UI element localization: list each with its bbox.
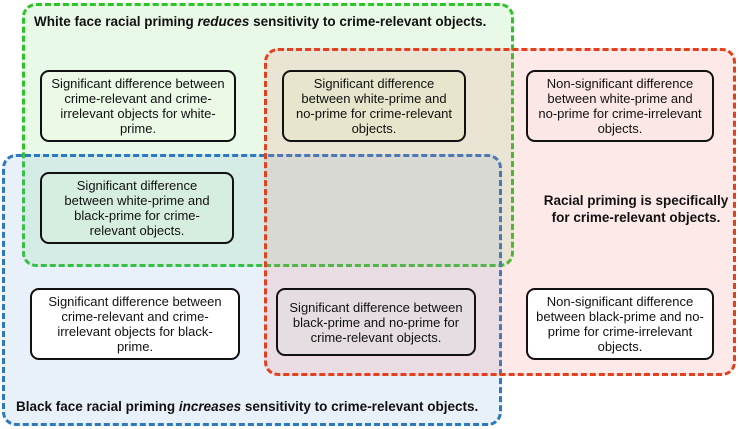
crime-relevant-region-label: Racial priming is specifically for crime… bbox=[543, 193, 729, 225]
black-prime-region-label: Black face racial priming increases sens… bbox=[16, 399, 479, 414]
white-prime-region-label: White face racial priming reduces sensit… bbox=[34, 14, 487, 29]
